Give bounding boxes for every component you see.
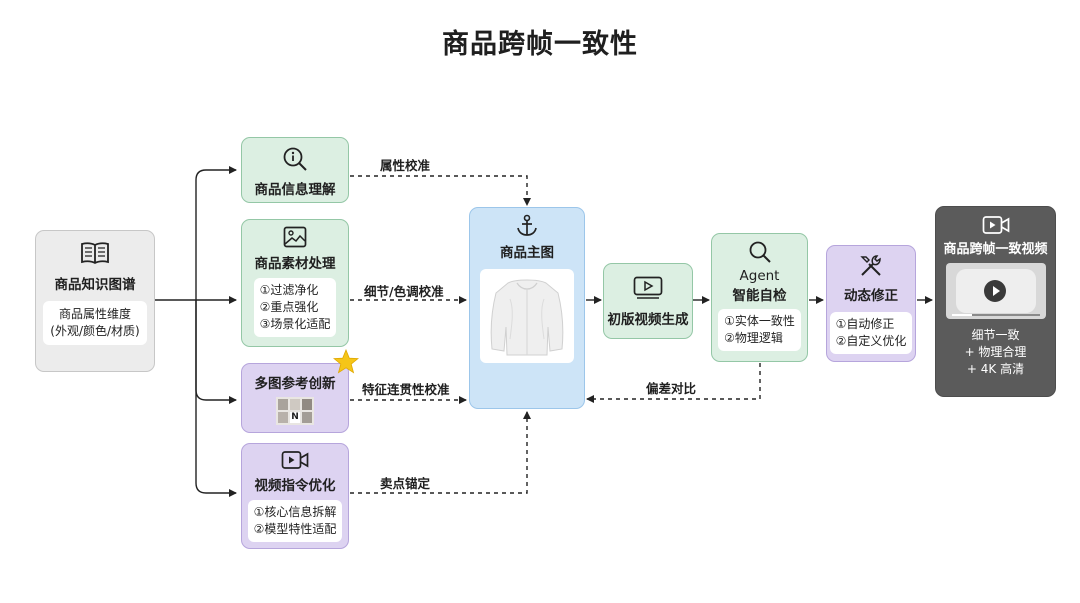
prompt-optimization-node: 视频指令优化 ①核心信息拆解 ②模型特性适配 — [241, 443, 349, 549]
multi-reference-label: 多图参考创新 — [254, 376, 336, 392]
camera-icon — [281, 451, 309, 469]
image-icon — [283, 226, 307, 248]
final-video-node: 商品跨帧一致视频 细节一致 + 物理合理 + 4K 高清 — [935, 206, 1056, 397]
prompt-optimization-label: 视频指令优化 — [254, 478, 336, 494]
book-icon — [81, 242, 109, 265]
prompt-step: ①核心信息拆解 — [253, 505, 337, 519]
jacket-image — [490, 279, 564, 356]
prompt-optimization-steps: ①核心信息拆解 ②模型特性适配 — [247, 500, 343, 542]
final-desc-line: 细节一致 — [971, 328, 1020, 342]
multi-reference-node: 多图参考创新 N — [241, 363, 349, 433]
fix-item: ②自定义优化 — [835, 334, 907, 348]
material-step: ①过滤净化 — [259, 283, 319, 297]
material-step: ③场景化适配 — [259, 317, 331, 331]
video-camera-icon — [982, 216, 1009, 234]
knowledge-graph-label: 商品知识图谱 — [54, 277, 136, 293]
material-processing-node: 商品素材处理 ①过滤净化 ②重点强化 ③场景化适配 — [241, 219, 349, 347]
draft-video-node: 初版视频生成 — [603, 263, 693, 339]
main-image-node: 商品主图 — [469, 207, 585, 409]
fix-item: ①自动修正 — [835, 317, 895, 331]
product-photo — [480, 269, 574, 363]
draft-video-label: 初版视频生成 — [607, 312, 689, 328]
edge-label-feature: 特征连贯性校准 — [362, 382, 450, 397]
edge-label-selling: 卖点锚定 — [380, 476, 431, 491]
kg-detail-line: (外观/颜色/材质) — [50, 324, 140, 338]
star-icon — [333, 349, 359, 374]
dynamic-fix-label: 动态修正 — [844, 288, 898, 304]
prompt-step: ②模型特性适配 — [253, 522, 337, 536]
magnifier-icon — [749, 241, 771, 263]
play-button-icon[interactable] — [983, 280, 1006, 302]
agent-check-item: ①实体一致性 — [724, 314, 795, 328]
dynamic-fix-node: 动态修正 ①自动修正 ②自定义优化 — [826, 245, 916, 362]
material-processing-steps: ①过滤净化 ②重点强化 ③场景化适配 — [253, 278, 337, 337]
knowledge-graph-detail: 商品属性维度 (外观/颜色/材质) — [43, 301, 147, 345]
edge-label-attr: 属性校准 — [380, 158, 431, 173]
final-desc-line: + 4K 高清 — [966, 362, 1025, 376]
material-processing-label: 商品素材处理 — [254, 256, 336, 272]
edge-label-detail: 细节/色调校准 — [364, 284, 444, 299]
tools-icon — [860, 255, 881, 276]
dynamic-fix-items: ①自动修正 ②自定义优化 — [829, 312, 913, 354]
knowledge-graph-node: 商品知识图谱 商品属性维度 (外观/颜色/材质) — [35, 230, 155, 372]
thumbnail-letter: N — [290, 412, 300, 423]
product-info-node: 商品信息理解 — [241, 137, 349, 203]
agent-check-items: ①实体一致性 ②物理逻辑 — [718, 309, 801, 351]
material-step: ②重点强化 — [259, 300, 319, 314]
final-desc-line: + 物理合理 — [964, 345, 1027, 359]
agent-check-item: ②物理逻辑 — [724, 331, 783, 345]
edge-label-bias: 偏差对比 — [646, 381, 697, 396]
progress-bar — [951, 314, 1040, 316]
play-icon — [633, 276, 663, 299]
final-video-label: 商品跨帧一致视频 — [943, 242, 1048, 257]
agent-self-check-label: 智能自检 — [732, 288, 787, 304]
search-info-icon — [283, 147, 307, 171]
product-info-label: 商品信息理解 — [254, 182, 336, 198]
kg-detail-line: 商品属性维度 — [58, 307, 131, 321]
video-preview — [945, 263, 1046, 319]
agent-check-node: Agent 智能自检 ①实体一致性 ②物理逻辑 — [711, 233, 808, 362]
final-video-desc: 细节一致 + 物理合理 + 4K 高清 — [965, 327, 1027, 378]
main-image-label: 商品主图 — [500, 245, 554, 261]
agent-label: Agent — [739, 268, 780, 284]
reference-thumbnail: N — [276, 397, 314, 425]
anchor-icon — [517, 214, 537, 236]
diagram-title: 商品跨帧一致性 — [442, 29, 638, 60]
